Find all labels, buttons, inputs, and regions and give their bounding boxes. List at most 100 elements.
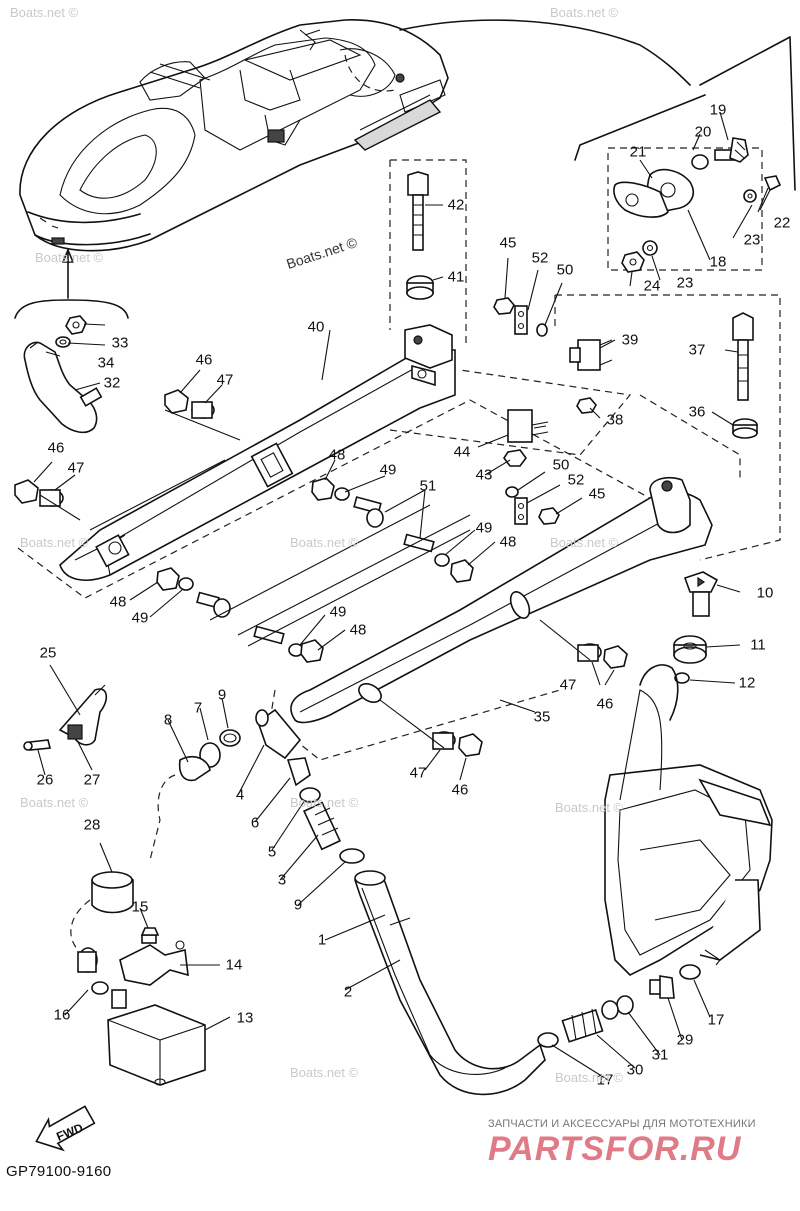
hose-1-2 [354,870,546,1096]
washer-34 [55,336,71,348]
callout-41: 41 [448,269,465,286]
duct-35 [290,476,713,724]
nut-45a [493,297,515,315]
callout-19: 19 [710,102,727,119]
o-ring-20 [691,154,709,170]
diagram-code: GP79100-9160 [6,1163,112,1180]
callout-2: 2 [344,984,352,1001]
callout-7: 7 [194,700,202,717]
hose-8 [149,774,176,861]
frame-37 [555,294,781,561]
callout-28: 28 [84,817,101,834]
nut-24 [621,251,645,273]
clamp-9b [339,848,365,864]
pointer-bracket [699,36,796,191]
callout-46b: 46 [48,440,65,457]
callout-9a: 9 [218,687,226,704]
callout-50a: 50 [557,262,574,279]
nut-48a [311,477,335,501]
callout-49d: 49 [330,604,347,621]
collar-47b [39,489,64,507]
callout-47c: 47 [560,677,577,694]
callout-48c: 48 [110,594,127,611]
callout-47b: 47 [68,460,85,477]
callout-8: 8 [164,712,172,729]
callout-4: 4 [236,787,244,804]
callout-49b: 49 [476,520,493,537]
nut-46d [458,733,483,757]
callout-25: 25 [40,645,57,662]
callout-17b: 17 [708,1012,725,1029]
hose-28 [91,871,134,914]
callout-1: 1 [318,932,326,949]
callout-47d: 47 [410,765,427,782]
callout-47a: 47 [217,372,234,389]
watermark: Boats.net © [555,1070,624,1085]
watermark: Boats.net © [550,535,619,550]
callout-23b: 23 [677,275,694,292]
callout-15: 15 [132,899,149,916]
rivet-26 [23,739,52,751]
clamp-17b [679,964,701,980]
nut-48d [300,639,324,663]
callout-46d: 46 [452,782,469,799]
callout-44: 44 [454,444,471,461]
callout-13: 13 [237,1010,254,1027]
callout-34: 34 [98,355,115,372]
callout-24: 24 [644,278,661,295]
collar-47a [191,401,215,419]
callout-14: 14 [226,957,243,974]
joint-16 [77,947,109,995]
brand-logo[interactable]: PARTSFOR.RU [488,1130,742,1168]
bracket-14 [119,940,189,986]
callout-35: 35 [534,709,551,726]
fitting-6 [286,757,311,787]
callout-27: 27 [84,772,101,789]
callout-39: 39 [622,332,639,349]
callout-33: 33 [112,335,129,352]
callout-3: 3 [278,872,286,889]
callout-48b: 48 [500,534,517,551]
nut-11 [673,635,707,664]
stud-51c [196,591,231,618]
nut-48c [156,567,180,591]
callout-51: 51 [420,478,437,495]
callout-20: 20 [695,124,712,141]
bracket-18 [613,168,695,218]
callout-40: 40 [308,319,325,336]
callout-31: 31 [652,1047,669,1064]
callout-11: 11 [750,637,766,654]
watermark: Boats.net © [290,535,359,550]
clamp-44 [507,409,549,443]
plate-52a [514,305,528,335]
callout-45a: 45 [500,235,517,252]
jet-pump-housing [604,664,773,976]
inset-brace [14,299,129,319]
callout-32: 32 [104,375,121,392]
pointer-curve [399,19,691,86]
hose-28-link [70,899,91,951]
watermark: Boats.net © [290,1065,359,1080]
callout-43: 43 [476,467,493,484]
stud-51b [403,533,435,553]
callout-49c: 49 [132,610,149,627]
brand-tagline: ЗАПЧАСТИ И АКСЕССУАРЫ ДЛЯ МОТОТЕХНИКИ [488,1118,756,1130]
callout-48d: 48 [350,622,367,639]
washer-23b [642,240,658,256]
callout-9b: 9 [294,897,302,914]
watermark: Boats.net © [20,535,89,550]
stud-42 [407,171,429,251]
clamp-9a [219,729,241,747]
callout-52a: 52 [532,250,549,267]
callout-16: 16 [54,1007,71,1024]
leader-lines [33,111,771,1081]
callout-18: 18 [710,254,727,271]
callout-29: 29 [677,1032,694,1049]
callout-46a: 46 [196,352,213,369]
callout-52b: 52 [568,472,585,489]
watermark: Boats.net © [35,250,104,265]
screw-22 [757,175,782,213]
o-ring-5 [299,787,321,803]
